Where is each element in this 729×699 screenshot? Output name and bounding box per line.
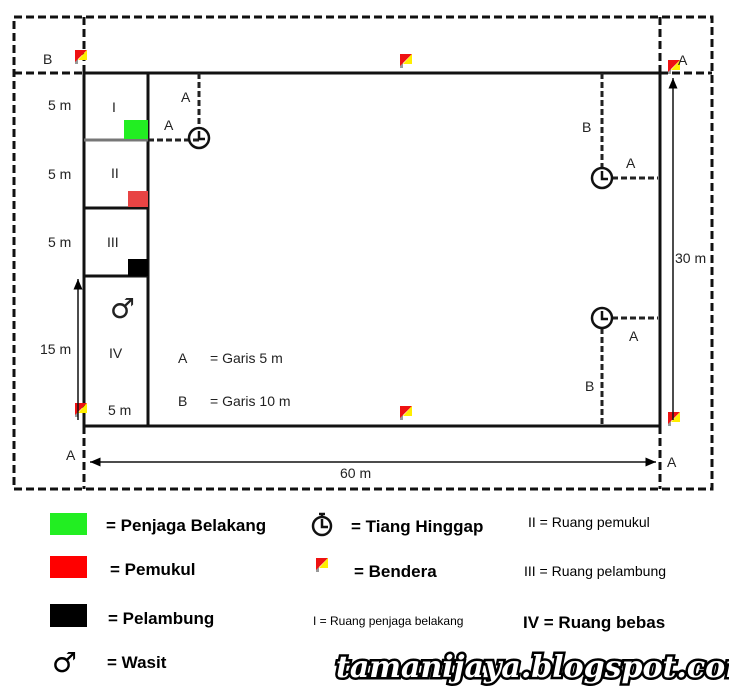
pelambung-marker [128,259,148,276]
legend: = Penjaga Belakang = Pemukul = Pelambung… [50,512,666,679]
line-label: A [181,89,191,105]
line-label: A [678,52,688,68]
line-label: A [66,447,76,463]
legend-text: = Penjaga Belakang [106,516,266,535]
line-label: A [629,328,639,344]
line-label: B [582,119,591,135]
legend-text: = Pemukul [110,560,196,579]
zone-label: I [112,99,116,115]
note-key: A [178,350,188,366]
post-icon [590,306,614,330]
post-icon [187,126,211,150]
line-label: A [626,155,636,171]
line-label: A [164,117,174,133]
watermark: tamanijaya.blogspot.com [336,650,729,685]
flag-icon [668,412,680,426]
post-icon [590,166,614,190]
zone-width-label: 5 m [108,402,131,418]
note-text: = Garis 10 m [210,393,291,409]
legend-text: = Pelambung [108,609,214,628]
legend-text: = Bendera [354,562,437,581]
post-icon [311,512,333,537]
room-legend-text: IV = Ruang bebas [523,613,665,632]
line-label: B [43,51,52,67]
playing-field [82,71,662,428]
pemukul-marker [128,191,148,207]
zone-label: IV [109,345,123,361]
zone-height-label: 5 m [48,234,71,250]
legend-text: = Wasit [107,653,167,672]
flag-icon [316,558,328,572]
free-zone-height-label: 15 m [40,341,71,357]
note-text: = Garis 5 m [210,350,283,366]
flag-icon [75,50,87,64]
green-square [50,513,87,535]
line-label: A [667,454,677,470]
room-legend-text: I = Ruang penjaga belakang [313,614,463,628]
length-label: 60 m [340,465,371,481]
male-symbol-icon: ♂ [52,646,77,679]
zone-label: II [111,165,119,181]
zone-height-label: 5 m [48,166,71,182]
flag-icon [400,54,412,68]
room-legend-text: II = Ruang pemukul [528,514,650,530]
black-square [50,604,87,627]
penjaga-belakang-marker [124,120,148,139]
zone-label: III [107,234,119,250]
legend-text: = Tiang Hinggap [351,517,483,536]
referee-symbol: ♂ [110,292,135,325]
red-square [50,556,87,578]
outer-boundary [12,15,714,491]
post-lines [148,73,658,426]
note-key: B [178,393,187,409]
flag-icon [400,406,412,420]
zone-height-label: 5 m [48,97,71,113]
width-label: 30 m [675,250,706,266]
room-legend-text: III = Ruang pelambung [524,563,666,579]
line-label: B [585,378,594,394]
